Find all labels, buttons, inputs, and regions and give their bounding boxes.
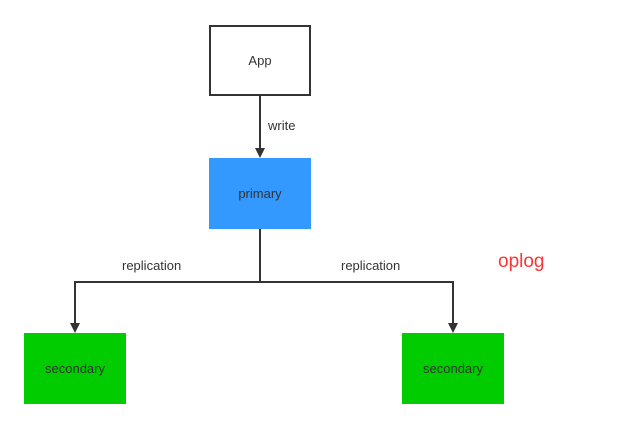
write-edge-label: write — [268, 118, 296, 133]
oplog-annotation: oplog — [498, 251, 545, 272]
secondary-node-left: secondary — [24, 333, 126, 404]
replication-right-arrow — [260, 281, 458, 333]
secondary-node-right: secondary — [402, 333, 504, 404]
app-node-label: App — [248, 53, 272, 68]
replication-left-arrow — [70, 281, 260, 333]
replication-left-edge-label: replication — [122, 258, 182, 273]
app-node: App — [209, 25, 311, 96]
primary-node-label: primary — [238, 186, 282, 201]
replication-right-edge-label: replication — [341, 258, 401, 273]
primary-node: primary — [209, 158, 311, 229]
secondary-node-right-label: secondary — [423, 361, 483, 376]
secondary-node-left-label: secondary — [45, 361, 105, 376]
